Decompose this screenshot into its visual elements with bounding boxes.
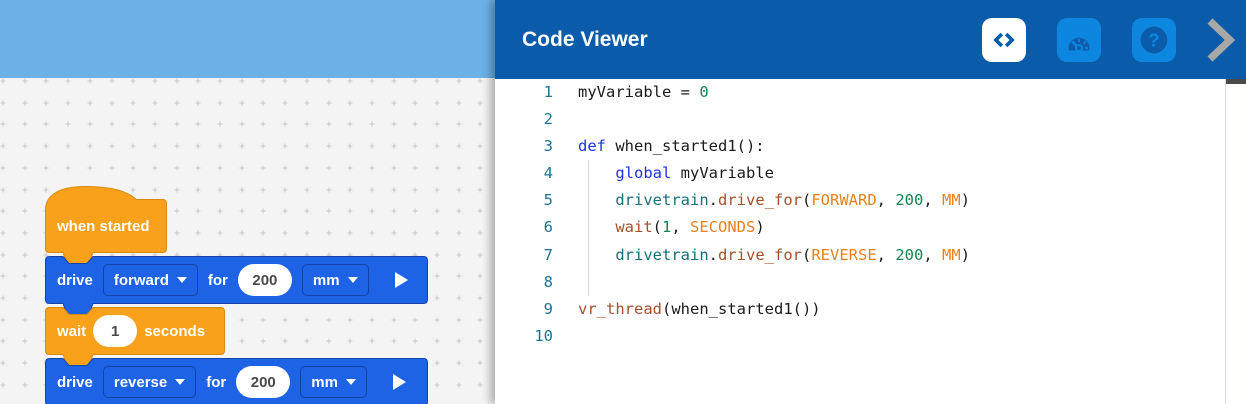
question-mark-icon: ? <box>1140 26 1168 53</box>
seconds-label: seconds <box>144 322 206 340</box>
code-text: myVariable = 0 <box>578 83 709 101</box>
wait-label: wait <box>57 322 87 340</box>
code-text: global myVariable <box>553 160 774 188</box>
wait-block[interactable]: wait 1 seconds <box>45 307 225 367</box>
line-number: 6 <box>543 218 553 237</box>
line-number: 3 <box>543 137 553 156</box>
direction-dropdown[interactable]: forward <box>102 264 198 296</box>
chevron-down-icon <box>175 379 186 385</box>
top-toolbar <box>0 0 495 78</box>
code-line: 7 drivetrain.drive_for(REVERSE, 200, MM) <box>495 241 1246 269</box>
scrollbar[interactable] <box>1225 79 1246 404</box>
code-editor[interactable]: 1 myVariable = 0 2 3 def when_started1(): 4 g… <box>495 79 1246 404</box>
line-number: 4 <box>543 164 553 183</box>
chevron-right-icon <box>1207 17 1236 62</box>
code-view-button[interactable] <box>982 17 1026 62</box>
unit-dropdown[interactable]: mm <box>300 366 367 398</box>
code-text: drivetrain.drive_for(REVERSE, 200, MM) <box>553 241 970 269</box>
dashboard-button[interactable] <box>1057 17 1101 62</box>
direction-value: reverse <box>113 373 168 391</box>
distance-input[interactable]: 200 <box>237 264 292 296</box>
header-actions: ? <box>982 0 1238 79</box>
code-line: 9 vr_thread(when_started1()) <box>495 296 1246 323</box>
code-text <box>553 323 578 350</box>
code-line: 10 <box>495 323 1246 350</box>
when-started-block[interactable]: when started <box>45 185 167 265</box>
scrollbar-thumb[interactable] <box>1226 79 1246 84</box>
unit-value: mm <box>311 373 338 391</box>
chevron-down-icon <box>345 379 356 385</box>
code-text: vr_thread(when_started1()) <box>578 299 821 318</box>
drive-reverse-block[interactable]: drive reverse for 200 mm <box>45 358 428 404</box>
help-button[interactable]: ? <box>1132 17 1176 62</box>
code-text: drivetrain.drive_for(FORWARD, 200, MM) <box>553 187 970 215</box>
code-line: 2 <box>495 106 1246 133</box>
line-number: 7 <box>543 245 553 264</box>
line-number: 9 <box>543 299 553 318</box>
collapse-panel-button[interactable] <box>1198 16 1238 64</box>
for-label: for <box>207 271 228 289</box>
gauge-icon <box>1068 37 1090 52</box>
code-line: 3 def when_started1(): <box>495 133 1246 160</box>
line-number: 8 <box>543 272 553 291</box>
line-number: 2 <box>543 110 553 129</box>
chevron-down-icon <box>176 277 187 283</box>
code-text: wait(1, SECONDS) <box>553 214 765 242</box>
hat-block-shape <box>45 185 167 264</box>
distance-input[interactable]: 200 <box>236 366 291 398</box>
duration-input[interactable]: 1 <box>93 315 138 347</box>
line-number: 1 <box>543 83 553 101</box>
line-number: 10 <box>534 326 553 345</box>
chevron-down-icon <box>347 277 358 283</box>
block-canvas[interactable]: when started drive forward for 200 <box>0 78 495 404</box>
unit-value: mm <box>312 271 340 289</box>
play-icon[interactable] <box>392 374 406 390</box>
panel-title: Code Viewer <box>522 28 648 51</box>
drive-label: drive <box>57 271 93 289</box>
when-started-label: when started <box>57 217 150 235</box>
direction-value: forward <box>113 271 169 289</box>
play-icon[interactable] <box>394 272 408 288</box>
line-number: 5 <box>543 191 553 210</box>
code-line: 6 wait(1, SECONDS) <box>495 214 1246 242</box>
direction-dropdown[interactable]: reverse <box>102 366 197 398</box>
code-text <box>553 106 578 133</box>
code-text <box>553 268 589 296</box>
drive-forward-block[interactable]: drive forward for 200 mm <box>45 256 428 316</box>
code-line: 8 <box>495 268 1246 296</box>
code-icon <box>993 32 1015 47</box>
unit-dropdown[interactable]: mm <box>301 264 369 296</box>
code-line: 4 global myVariable <box>495 160 1246 188</box>
code-line: 1 myVariable = 0 <box>495 79 1246 106</box>
drive-label: drive <box>57 373 93 391</box>
svg-text:?: ? <box>1148 29 1159 50</box>
code-line: 5 drivetrain.drive_for(FORWARD, 200, MM) <box>495 187 1246 215</box>
code-viewer-header: Code Viewer <box>495 0 1246 79</box>
for-label: for <box>206 373 227 391</box>
blocks-pane: when started drive forward for 200 <box>0 0 495 404</box>
code-text: def when_started1(): <box>578 137 765 156</box>
code-viewer-panel: Code Viewer <box>495 0 1246 404</box>
